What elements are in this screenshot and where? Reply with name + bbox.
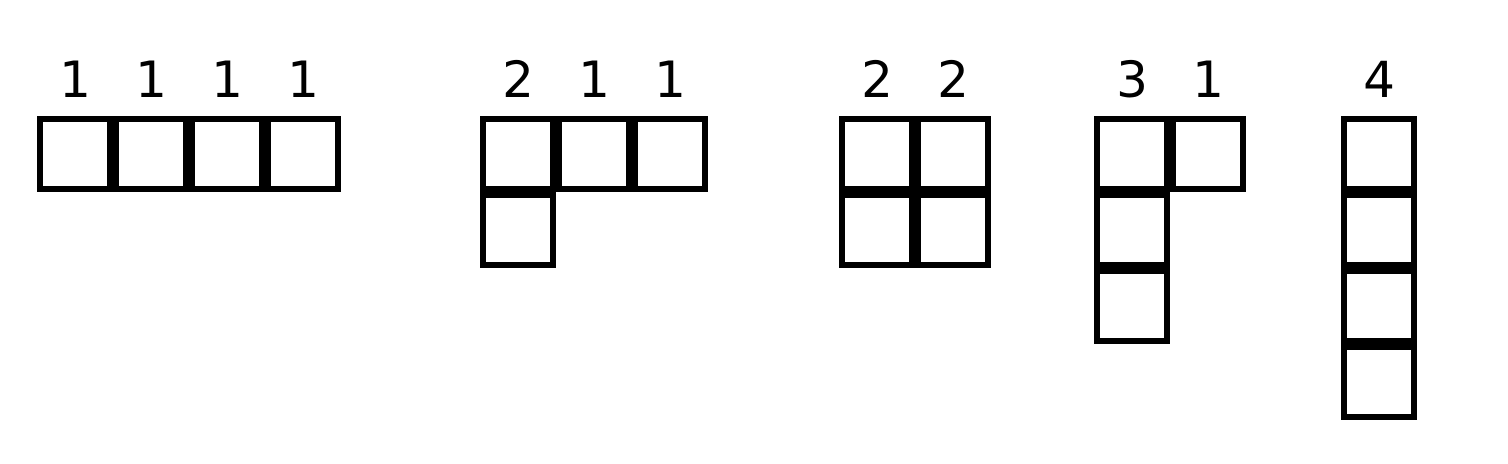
diagram-cell	[37, 116, 113, 192]
diagram-cell	[1341, 192, 1417, 268]
diagram-cell	[1094, 116, 1170, 192]
diagram-cell	[632, 116, 708, 192]
diagram-cell	[189, 116, 265, 192]
diagram-cell	[915, 192, 991, 268]
diagram-cell	[265, 116, 341, 192]
diagram-cell	[839, 116, 915, 192]
part-label: 1	[211, 51, 243, 109]
part-label: 1	[59, 51, 91, 109]
part-label: 2	[502, 51, 534, 109]
diagram-cell	[1341, 268, 1417, 344]
diagram-cell	[556, 116, 632, 192]
diagram-cell	[1094, 268, 1170, 344]
diagram-cell	[1170, 116, 1246, 192]
diagram-cell	[113, 116, 189, 192]
part-label: 4	[1363, 51, 1395, 109]
diagram-cell	[1094, 192, 1170, 268]
part-label: 2	[937, 51, 969, 109]
part-label: 1	[654, 51, 686, 109]
diagram-cell	[1341, 116, 1417, 192]
diagram-cell	[1341, 344, 1417, 420]
part-label: 1	[1192, 51, 1224, 109]
part-label: 1	[287, 51, 319, 109]
diagram-cell	[839, 192, 915, 268]
diagram-cell	[915, 116, 991, 192]
part-label: 3	[1116, 51, 1148, 109]
diagram-cell	[480, 192, 556, 268]
part-label: 1	[578, 51, 610, 109]
part-label: 2	[861, 51, 893, 109]
part-label: 1	[135, 51, 167, 109]
diagram-cell	[480, 116, 556, 192]
